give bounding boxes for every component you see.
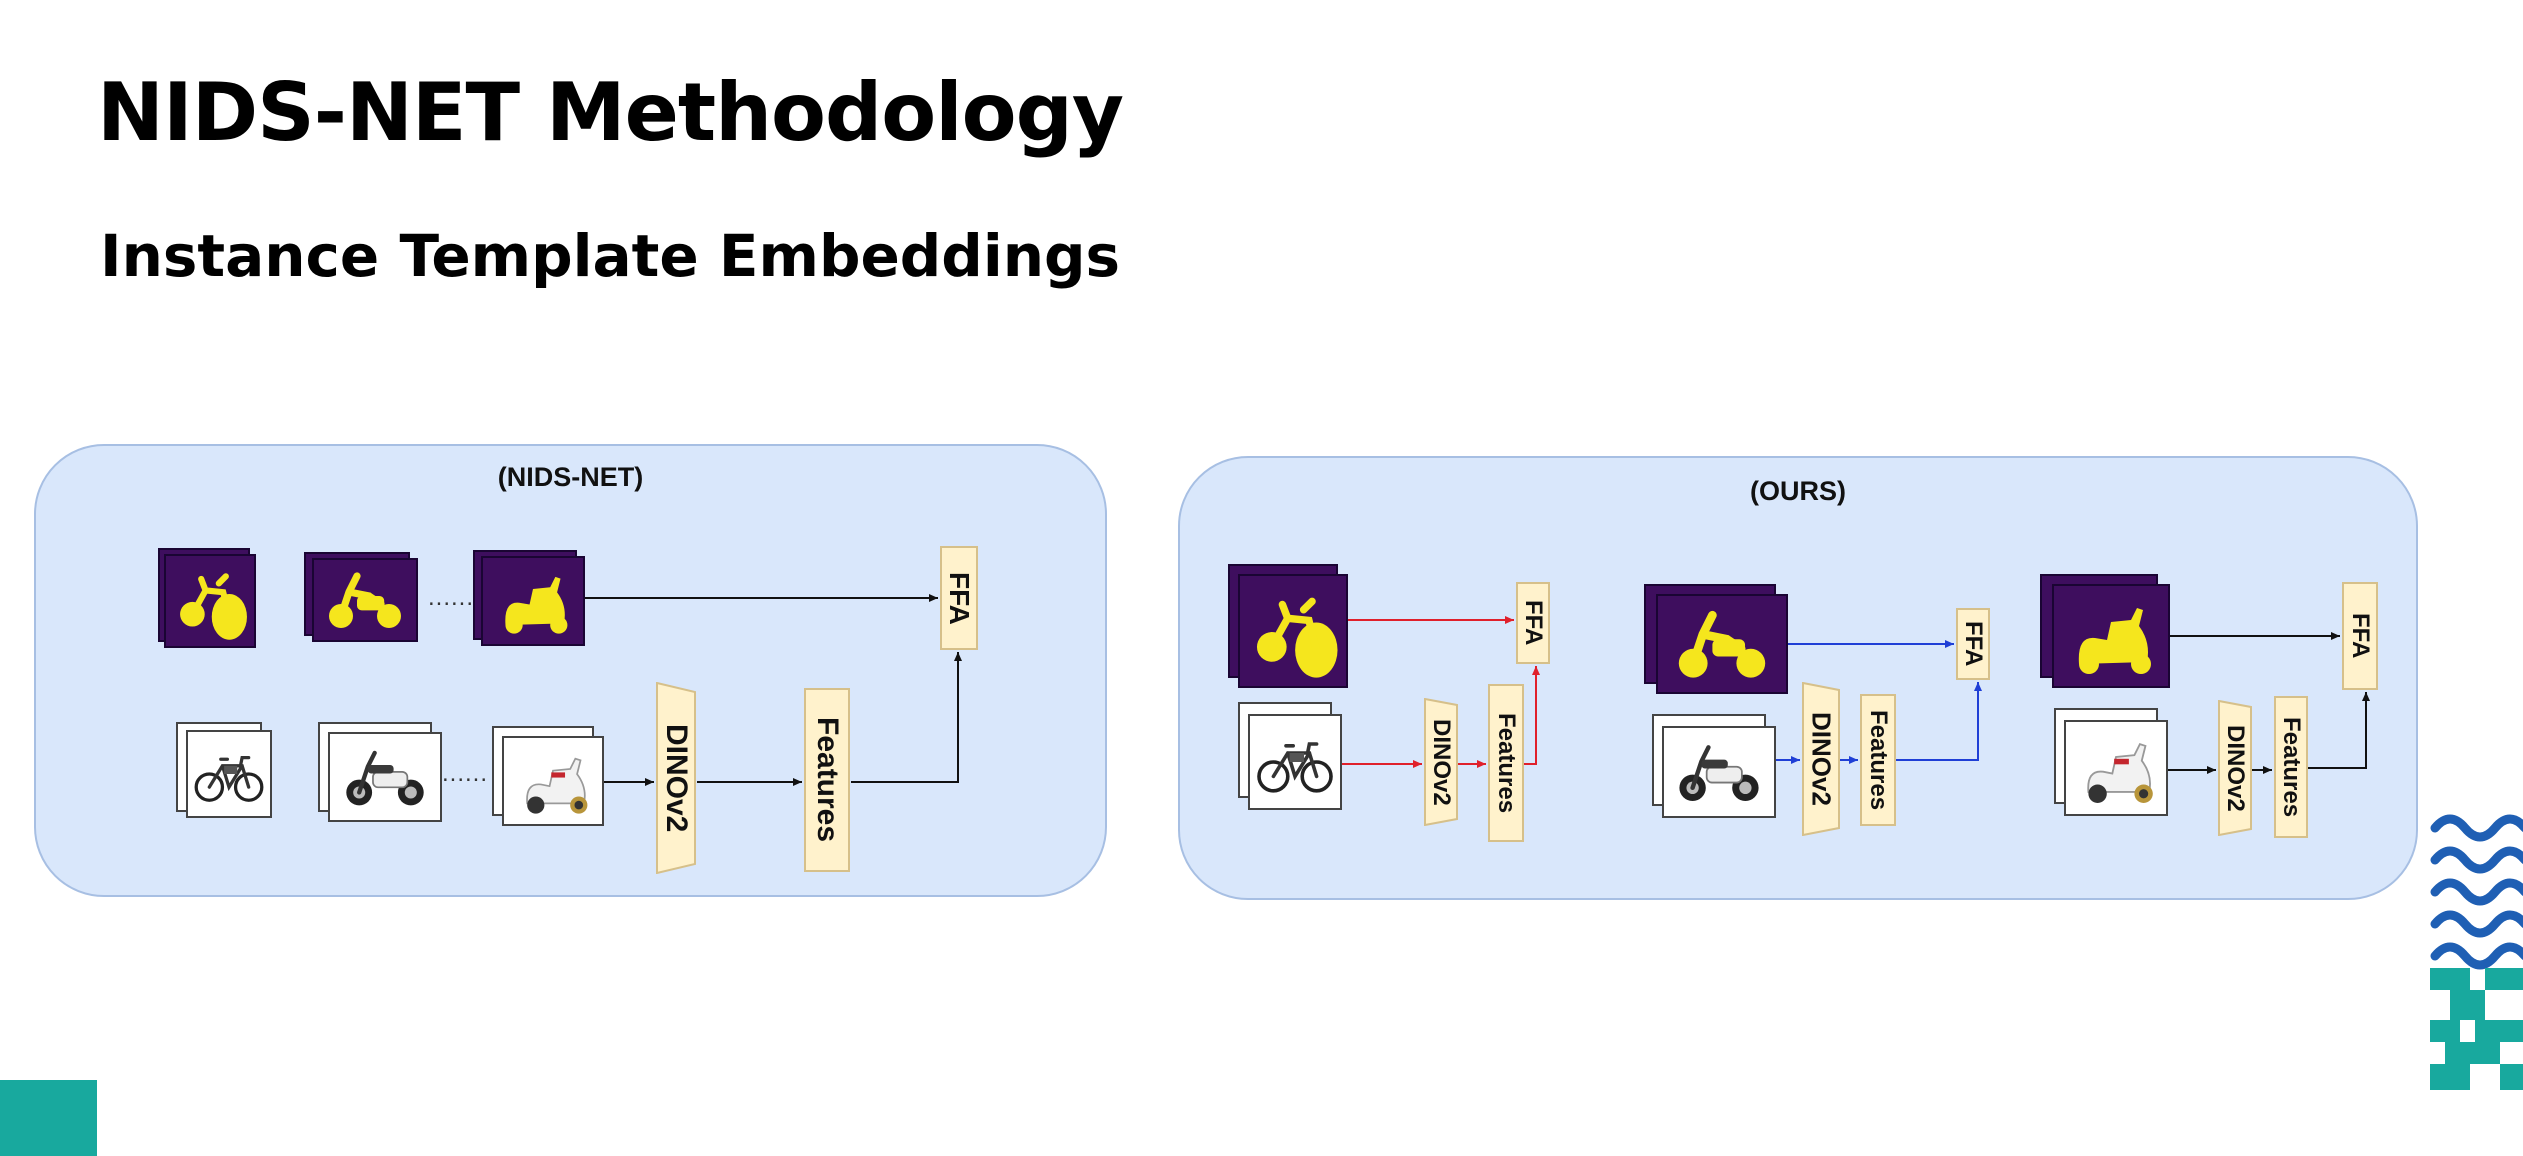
ffa-label: FFA: [1960, 621, 1987, 667]
escooter-mask-icon: [1656, 594, 1788, 694]
ours-panel: (OURS): [1178, 456, 2418, 900]
dinov2-label: DINOv2: [1428, 718, 1455, 806]
bicycle-photo-icon: [186, 730, 272, 818]
slide-subtitle: Instance Template Embeddings: [100, 222, 1121, 290]
dinov2-label: DINOv2: [1806, 712, 1837, 806]
vespa-mask-icon: [2052, 584, 2170, 688]
vespa-mask-stack: [2040, 574, 2170, 688]
vespa-mask-stack: [473, 550, 585, 646]
dinov2-module: DINOv2: [1802, 682, 1840, 836]
vespa-photo-icon: [2064, 720, 2168, 816]
escooter-mask-icon: [312, 558, 418, 642]
corner-accent-square: [0, 1080, 97, 1156]
dinov2-module: DINOv2: [1424, 698, 1458, 826]
bicycle-mask-stack: [1228, 564, 1348, 688]
vespa-photo-stack: [492, 726, 604, 826]
features-box: Features: [1860, 694, 1896, 826]
features-label: Features: [1865, 709, 1892, 811]
nids-net-panel: (NIDS-NET): [34, 444, 1107, 897]
features-box: Features: [1488, 684, 1524, 842]
escooter-mask-stack: [1644, 584, 1788, 694]
dinov2-label: DINOv2: [660, 723, 693, 833]
panel-label: (OURS): [1750, 476, 1846, 506]
escooter-photo-icon: [328, 732, 442, 822]
bicycle-photo-stack: [1238, 702, 1342, 810]
ffa-box: FFA: [2342, 582, 2378, 690]
slide-title: NIDS-NET Methodology: [97, 66, 1124, 159]
ffa-box: FFA: [1956, 608, 1990, 680]
features-box: Features: [2274, 696, 2308, 838]
dinov2-label: DINOv2: [2222, 724, 2249, 812]
features-label: Features: [1493, 712, 1520, 814]
features-label: Features: [811, 717, 844, 843]
bicycle-photo-icon: [1248, 714, 1342, 810]
ellipsis: ......: [442, 760, 489, 787]
ffa-label: FFA: [944, 571, 975, 625]
ellipsis: ......: [428, 584, 475, 611]
bicycle-mask-stack: [158, 548, 258, 648]
escooter-photo-stack: [318, 722, 442, 822]
ffa-label: FFA: [1520, 600, 1547, 646]
ffa-label: FFA: [2347, 613, 2374, 659]
ffa-box: FFA: [1516, 582, 1550, 664]
escooter-photo-stack: [1652, 714, 1776, 818]
escooter-photo-icon: [1662, 726, 1776, 818]
escooter-mask-stack: [304, 552, 420, 642]
vespa-photo-icon: [502, 736, 604, 826]
vespa-photo-stack: [2054, 708, 2168, 818]
dinov2-module: DINOv2: [2218, 700, 2252, 836]
ffa-box: FFA: [940, 546, 978, 650]
bicycle-mask-icon: [164, 554, 256, 648]
features-label: Features: [2278, 716, 2305, 818]
decorative-pattern: [2430, 814, 2523, 1090]
features-box: Features: [804, 688, 850, 872]
panel-label: (NIDS-NET): [497, 462, 644, 492]
bicycle-mask-icon: [1238, 574, 1348, 688]
vespa-mask-icon: [481, 556, 585, 646]
bicycle-photo-stack: [176, 722, 272, 818]
dinov2-module: DINOv2: [656, 682, 696, 874]
